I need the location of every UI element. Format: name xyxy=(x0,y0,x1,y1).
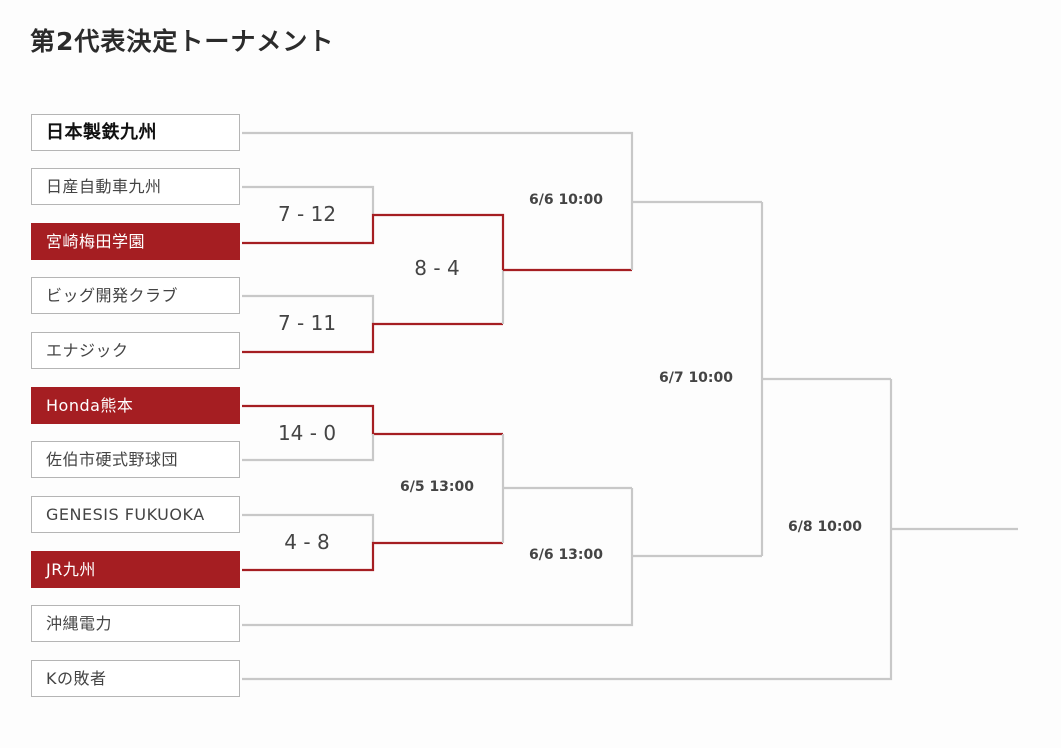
match-schedule: 6/7 10:00 xyxy=(658,370,734,386)
match-schedule: 6/6 13:00 xyxy=(528,547,604,563)
match-score: 8 - 4 xyxy=(414,256,460,280)
bracket-line-winner xyxy=(242,541,503,572)
team-slot: GENESIS FUKUOKA xyxy=(31,496,240,533)
match-score: 7 - 11 xyxy=(277,311,337,335)
match-schedule: 6/5 13:00 xyxy=(399,479,475,495)
bracket-line-winner xyxy=(242,404,503,436)
bracket-line xyxy=(242,379,893,681)
match-score: 7 - 12 xyxy=(277,202,337,226)
match-schedule: 6/6 10:00 xyxy=(528,192,604,208)
bracket-line xyxy=(242,434,375,462)
match-schedule: 6/8 10:00 xyxy=(787,519,863,535)
bracket-line xyxy=(242,294,375,324)
team-slot: JR九州 xyxy=(31,551,240,588)
bracket-line-winner xyxy=(242,322,503,354)
bracket-line xyxy=(242,131,634,270)
team-slot: Honda熊本 xyxy=(31,387,240,424)
team-slot: エナジック xyxy=(31,332,240,369)
team-slot: ビッグ開発クラブ xyxy=(31,277,240,314)
match-score: 4 - 8 xyxy=(284,530,330,554)
bracket-line xyxy=(242,488,634,627)
team-slot: 沖縄電力 xyxy=(31,605,240,642)
team-slot: Kの敗者 xyxy=(31,660,240,697)
team-slot: 佐伯市硬式野球団 xyxy=(31,441,240,478)
team-slot: 日産自動車九州 xyxy=(31,168,240,205)
bracket-line-winner xyxy=(242,213,505,270)
bracket-line xyxy=(242,185,375,215)
page-title: 第2代表決定トーナメント xyxy=(30,27,335,56)
match-score: 14 - 0 xyxy=(277,421,337,445)
team-slot: 日本製鉄九州 xyxy=(31,114,240,151)
bracket-line xyxy=(242,513,375,543)
team-slot: 宮崎梅田学園 xyxy=(31,223,240,260)
